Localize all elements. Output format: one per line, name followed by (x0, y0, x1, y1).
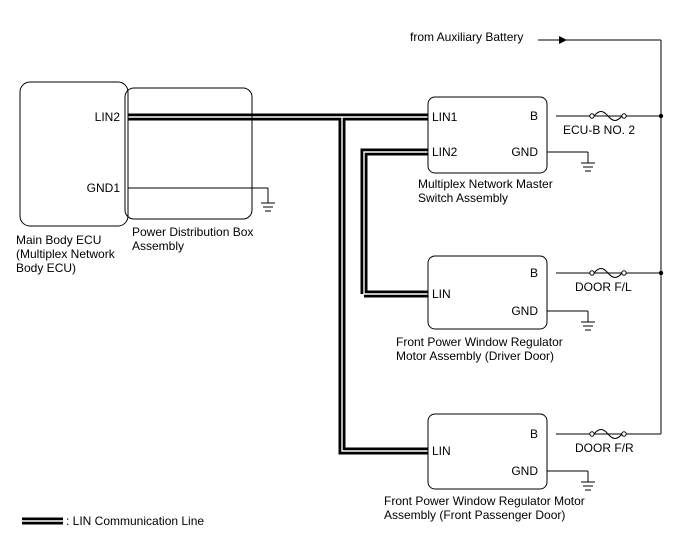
master-terminal-lin2: LIN2 (432, 145, 458, 159)
ground-icon (581, 321, 595, 331)
master-switch-box (427, 96, 548, 174)
fuse-ecu-b-no2-icon (589, 111, 627, 121)
lin-bus-lines (128, 113, 428, 455)
power-source-label: from Auxiliary Battery (410, 30, 523, 44)
main-body-ecu-label: Main Body ECU (Multiplex Network Body EC… (16, 233, 118, 275)
ecu-terminal-gnd1: GND1 (87, 181, 121, 195)
master-switch-label: Multiplex Network Master Switch Assembly (418, 177, 556, 205)
fuse-door-fr-icon (589, 429, 627, 439)
power-distribution-box-label: Power Distribution Box Assembly (132, 225, 257, 253)
passenger-terminal-gnd: GND (511, 464, 538, 478)
passenger-motor-label: Front Power Window Regulator Motor Assem… (384, 494, 588, 522)
master-terminal-b: B (530, 109, 538, 123)
master-terminal-lin1: LIN1 (432, 110, 458, 124)
fuse-label-door-fl: DOOR F/L (575, 280, 632, 294)
passenger-terminal-lin: LIN (432, 444, 451, 458)
passenger-motor-box (427, 413, 548, 490)
ecu-terminal-lin2: LIN2 (95, 110, 121, 124)
driver-terminal-lin: LIN (432, 287, 451, 301)
ground-icon (581, 162, 595, 172)
legend-label: : LIN Communication Line (66, 514, 204, 528)
main-body-ecu-box (19, 81, 129, 227)
driver-motor-label: Front Power Window Regulator Motor Assem… (396, 335, 566, 363)
ground-icon (581, 481, 595, 491)
master-terminal-gnd: GND (511, 145, 538, 159)
driver-motor-box (427, 255, 548, 330)
fuse-label-door-fr: DOOR F/R (575, 441, 634, 455)
fuse-door-fl-icon (589, 268, 627, 278)
power-distribution-box (124, 87, 253, 220)
passenger-terminal-b: B (530, 427, 538, 441)
power-supply-bus (538, 39, 662, 435)
ground-icon (261, 202, 275, 212)
driver-terminal-gnd: GND (511, 304, 538, 318)
fuse-label-ecu-b: ECU-B NO. 2 (563, 123, 635, 137)
junction-dots (658, 113, 664, 276)
driver-terminal-b: B (530, 266, 538, 280)
ground-wires (128, 151, 589, 482)
power-arrow-icon (559, 36, 567, 44)
